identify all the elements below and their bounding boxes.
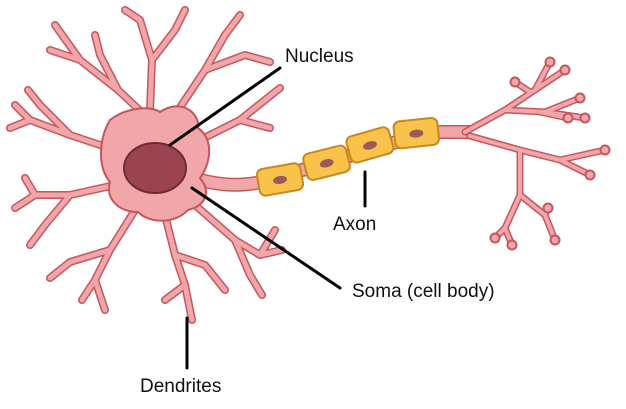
schwann-nucleus [363,141,377,150]
dendrite-branch [27,192,73,248]
dendrite-branch [237,117,273,131]
dendrite-branch [222,12,243,38]
schwann-nucleus [409,129,424,138]
axon-terminal-button [509,76,521,88]
dendrite-branch [162,212,195,323]
axon-terminal-button [559,64,571,76]
dendrite-branch [92,277,108,313]
axon-terminal-buttons [489,56,611,251]
dendrite-branch [197,85,283,143]
axon-terminal-branch [468,134,607,162]
axon-terminal-button [562,112,574,124]
axon-terminal-branch [463,68,567,134]
leader-line-soma [190,186,342,290]
dendrite-branch [12,102,33,123]
label-soma: Soma (cell body) [352,281,495,302]
dendrite-branch [172,32,228,118]
axon-terminal-branches [463,60,607,247]
dendrite-branch [92,32,121,93]
dendrite-branch [12,182,118,211]
axon-terminal-button [549,234,561,246]
dendrite-branch [47,47,153,123]
myelin-segment [392,116,440,150]
label-dendrites: Dendrites [140,376,222,397]
dendrite-branch [122,7,143,23]
nucleus-shape [123,142,187,194]
axon-terminal-button [584,169,596,181]
axon-terminal-button [544,56,556,68]
axon-terminal-button [542,202,554,214]
myelin-segment [255,162,305,197]
axon-terminal-button [579,112,591,124]
myelin-segment [302,144,351,181]
myelin-segment [345,126,395,164]
schwann-nucleus [319,159,334,168]
dendrite-branch [192,202,285,258]
axon-terminal-button [574,92,586,104]
dendrite-branch [52,22,83,63]
axon-terminal-branch [503,148,522,247]
leader-lines [168,66,367,370]
label-nucleus: Nucleus [285,46,354,67]
axon-terminal-branch [558,158,592,177]
leader-line-nucleus [168,66,282,147]
axon-terminal-button [599,144,611,156]
dendrite-branch [149,7,188,63]
dendrite-branch [162,282,188,303]
dendrite-branch [257,227,278,258]
dendrite-branch [232,237,265,298]
axon-terminal-button [506,239,518,251]
dendrite-branch [202,52,273,73]
dendrite-branch [137,17,155,113]
dendrite-branch [172,252,228,293]
dendrite-branches [6,6,286,324]
axon-terminal-button [489,232,501,244]
dendrite-branch [79,207,138,303]
schwann-nucleus [273,175,288,185]
dendrite-branch [25,87,73,138]
dendrite-branch [22,175,38,198]
label-axon: Axon [333,214,377,235]
dendrite-branch [47,247,113,281]
myelin-sheath [255,116,440,197]
dendrite-branch [7,117,118,153]
